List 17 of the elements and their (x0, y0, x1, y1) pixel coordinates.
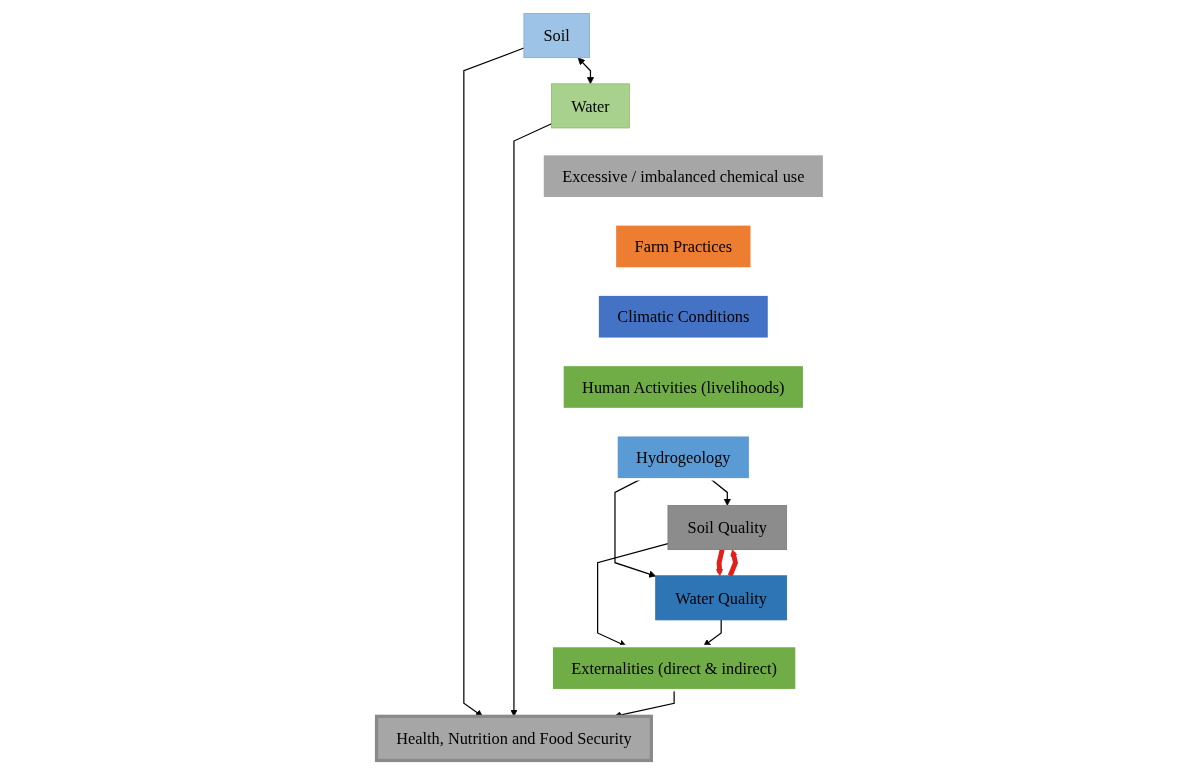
node-box (550, 82, 630, 128)
arrow (577, 57, 594, 84)
arrow (710, 478, 731, 506)
node-box (667, 504, 787, 550)
node-box (654, 574, 787, 620)
node-box (374, 714, 653, 762)
arrow (614, 478, 656, 578)
node-box (614, 433, 752, 481)
node-box (541, 152, 825, 199)
node-box (560, 363, 806, 410)
arrow (715, 548, 725, 576)
node-box (596, 292, 770, 340)
node-box (613, 222, 753, 270)
node-box (550, 644, 798, 691)
node-box (523, 12, 590, 58)
arrow (727, 548, 738, 577)
arrow (703, 618, 722, 646)
